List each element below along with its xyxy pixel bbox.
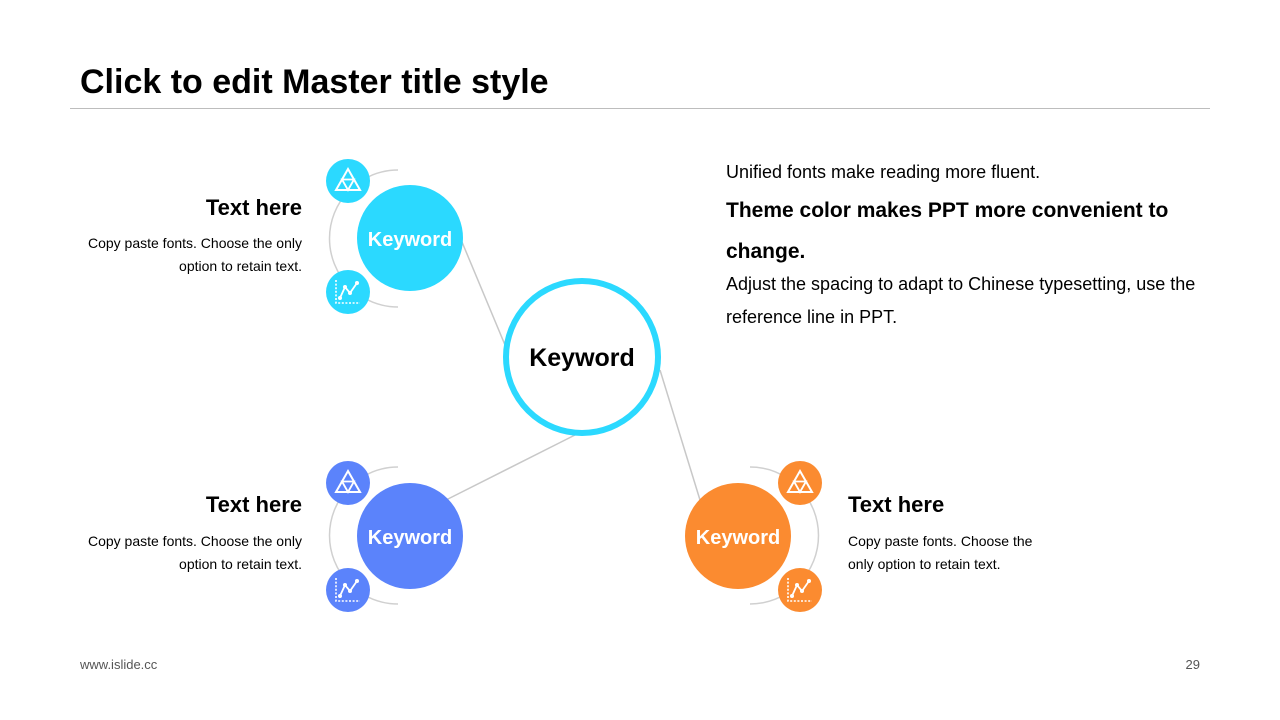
triangle-icon bbox=[326, 159, 370, 203]
keyword-node-blue: Keyword bbox=[326, 461, 463, 612]
keyword-bubble bbox=[357, 483, 463, 589]
line-chart-icon bbox=[326, 270, 370, 314]
center-node: Keyword bbox=[503, 278, 661, 436]
keyword-bubble-label: Keyword bbox=[368, 229, 452, 251]
keyword-node-cyan: Keyword bbox=[326, 159, 463, 314]
connector-line bbox=[445, 434, 576, 501]
keyword-node-orange: Keyword bbox=[685, 461, 822, 612]
connector-line bbox=[461, 241, 511, 358]
triangle-icon bbox=[778, 461, 822, 505]
node-description: Copy paste fonts. Choose the only option… bbox=[848, 533, 1033, 572]
center-node-label: Keyword bbox=[529, 344, 635, 372]
line-chart-icon bbox=[326, 568, 370, 612]
keyword-bubble bbox=[357, 185, 463, 291]
footer-url: www.islide.cc bbox=[80, 657, 158, 672]
body-line: Adjust the spacing to adapt to Chinese t… bbox=[726, 274, 1196, 327]
title-divider bbox=[70, 108, 1210, 109]
keyword-bubble-label: Keyword bbox=[368, 527, 452, 549]
node-description: Copy paste fonts. Choose the only option… bbox=[87, 533, 302, 572]
line-chart-icon bbox=[778, 568, 822, 612]
body-line-emphasis: Theme color makes PPT more convenient to… bbox=[726, 199, 1169, 263]
body-line: Unified fonts make reading more fluent. bbox=[726, 162, 1041, 182]
slide-title: Click to edit Master title style bbox=[80, 63, 549, 101]
node-heading: Text here bbox=[205, 492, 302, 517]
node-description: Copy paste fonts. Choose the only option… bbox=[87, 235, 302, 274]
connector-line bbox=[659, 369, 701, 501]
triangle-icon bbox=[326, 461, 370, 505]
body-text-block: Unified fonts make reading more fluent. … bbox=[726, 158, 1196, 334]
node-heading: Text here bbox=[205, 195, 302, 220]
page-number: 29 bbox=[1185, 657, 1200, 672]
keyword-bubble bbox=[685, 483, 791, 589]
node-heading: Text here bbox=[848, 492, 945, 517]
keyword-bubble-label: Keyword bbox=[696, 527, 780, 549]
